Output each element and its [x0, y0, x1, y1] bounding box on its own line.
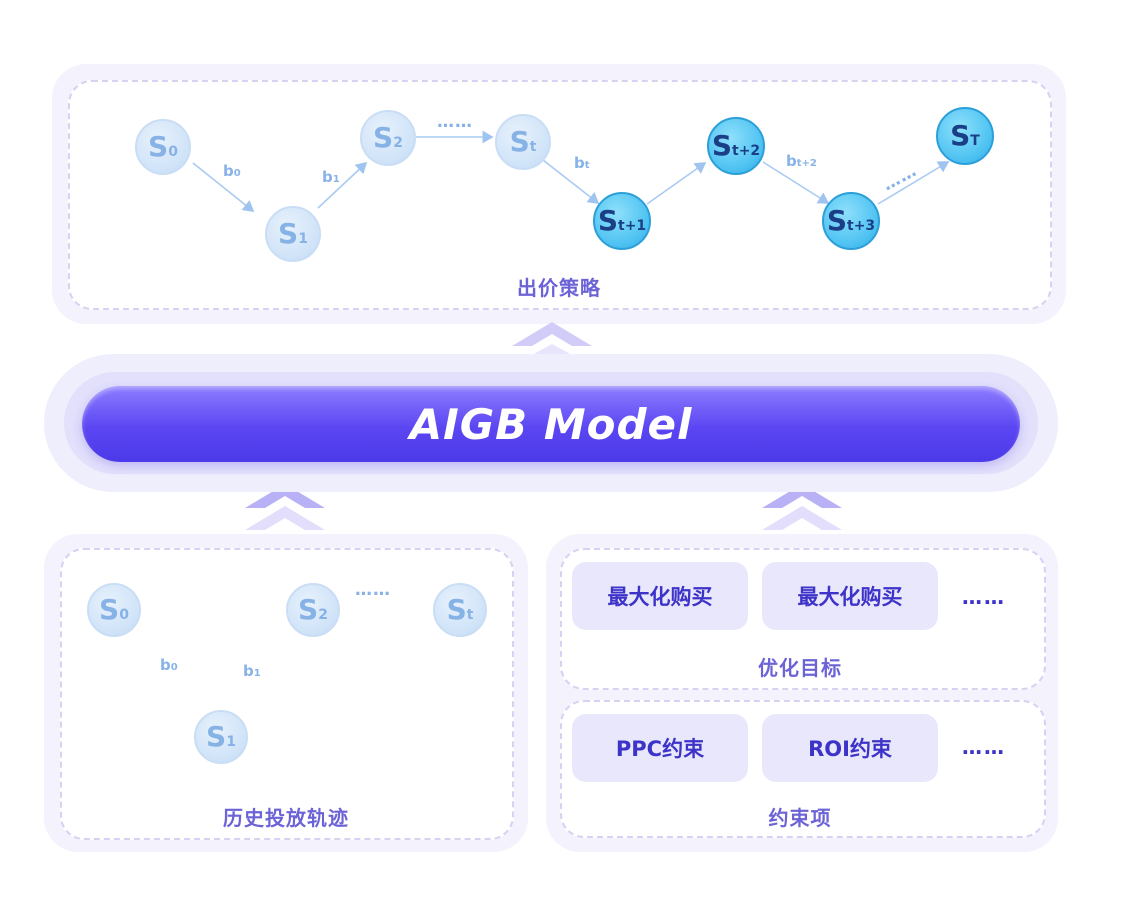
edge-label-bt2: bt+2: [786, 152, 817, 170]
edge-label-b1: b1: [322, 168, 340, 186]
edge-st3-sT: [877, 161, 950, 205]
chevron-up-icon: [762, 484, 842, 530]
edge-s1-s2: [317, 161, 368, 209]
edge-st-st1: [542, 159, 600, 204]
objective-label: 优化目标: [758, 656, 842, 680]
objective-chip-2: 最大化购买: [762, 562, 938, 630]
constraint-chip-roi: ROI约束: [762, 714, 938, 782]
history-edge-label-b1: b1: [243, 662, 261, 680]
edge-s0-s1: [192, 162, 255, 212]
bidding-strategy-label: 出价策略: [517, 276, 601, 300]
constraint-label: 约束项: [768, 806, 832, 830]
history-edge-label-b0: b0: [160, 656, 178, 674]
history-label: 历史投放轨迹: [223, 806, 349, 830]
chevron-up-icon: [245, 484, 325, 530]
objective-more: ……: [962, 585, 1006, 609]
edge-st2-st3: [762, 161, 830, 204]
constraint-chip-ppc: PPC约束: [572, 714, 748, 782]
constraint-more: ……: [962, 735, 1006, 759]
aigb-model-title: AIGB Model: [409, 399, 693, 449]
objective-chip-1: 最大化购买: [572, 562, 748, 630]
edge-label-bt: bt: [574, 154, 590, 172]
top-ellipsis-1: ……: [437, 112, 473, 132]
edge-st1-st2: [646, 162, 707, 205]
edge-label-b0: b0: [223, 162, 241, 180]
history-ellipsis: ……: [355, 580, 391, 600]
aigb-model-bar: AIGB Model: [82, 386, 1020, 462]
